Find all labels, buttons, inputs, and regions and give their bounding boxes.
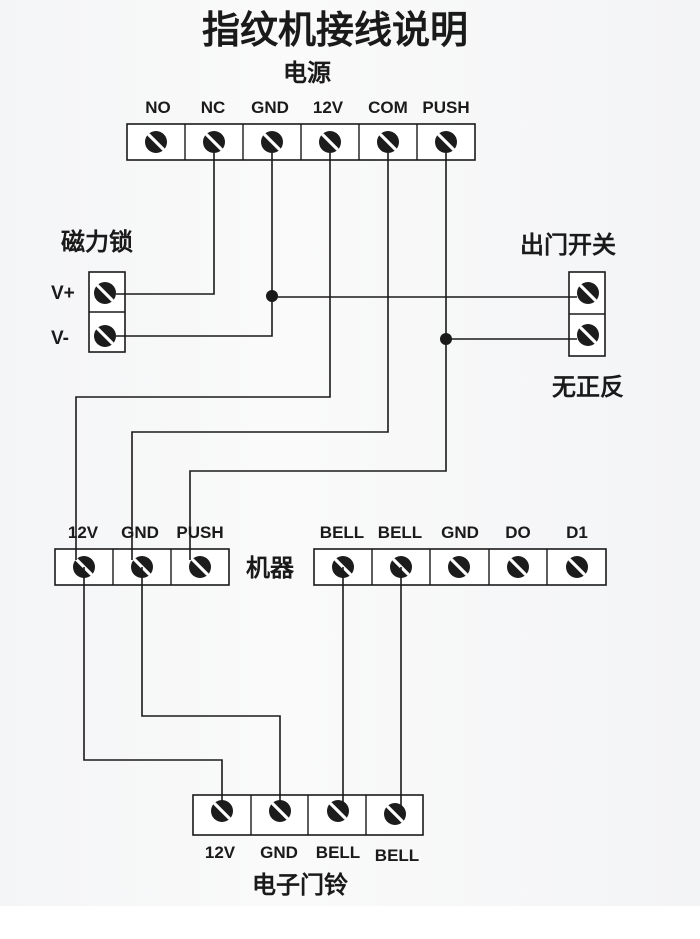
wire-machine-gnd-to-bell (141, 567, 281, 806)
power-screw-gnd (259, 129, 285, 155)
wire-nc-to-lock-vplus (116, 153, 215, 295)
power-screw-nc (201, 129, 227, 155)
diagram-title: 指纹机接线说明 (202, 8, 468, 52)
power-screw-no (143, 129, 169, 155)
power-terminal-label-com: COM (368, 98, 408, 117)
power-heading: 电源 (283, 59, 331, 87)
lock-screw-vplus (92, 280, 118, 306)
machine-heading: 机器 (246, 554, 295, 582)
magnetic-lock-label-vplus: V+ (51, 283, 75, 304)
exit-switch-heading: 出门开关 (520, 231, 616, 259)
switch-screw-2 (575, 322, 601, 348)
machine-screw-do (505, 554, 531, 580)
doorbell-terminal-block (192, 794, 424, 836)
machine-label-d1: D1 (566, 523, 588, 542)
power-terminal-label-12v: 12V (313, 98, 344, 117)
doorbell-label-bell-2: BELL (375, 846, 419, 865)
machine-screw-push (187, 554, 213, 580)
power-terminal-label-no: NO (145, 98, 171, 117)
wire-gnd-to-lock-vminus (116, 153, 273, 337)
lock-screw-vminus (92, 323, 118, 349)
doorbell-label-12v: 12V (205, 843, 236, 862)
machine-label-bell-1: BELL (320, 523, 364, 542)
machine-screw-gnd-2 (446, 554, 472, 580)
switch-screw-1 (575, 280, 601, 306)
power-terminal-label-push: PUSH (422, 98, 469, 117)
power-screw-push (433, 129, 459, 155)
bottom-margin (0, 906, 700, 939)
machine-label-bell-2: BELL (378, 523, 422, 542)
magnetic-lock-heading: 磁力锁 (61, 228, 133, 256)
machine-label-gnd: GND (121, 523, 159, 542)
bell-screw-bell-2 (382, 801, 408, 827)
machine-label-gnd-2: GND (441, 523, 479, 542)
doorbell-heading: 电子门铃 (252, 871, 348, 899)
doorbell-label-gnd: GND (260, 843, 298, 862)
junction-dot-push (440, 333, 452, 345)
junction-dot-gnd (266, 290, 278, 302)
exit-switch-note: 无正反 (552, 373, 624, 401)
wire-com-to-machine-gnd (131, 153, 389, 560)
power-terminal-block (126, 123, 476, 161)
wire-push-to-machine-push (189, 339, 447, 560)
machine-label-12v: 12V (68, 523, 99, 542)
machine-right-terminal-block (313, 548, 607, 586)
magnetic-lock-terminal-block (88, 271, 126, 353)
power-screw-12v (317, 129, 343, 155)
power-terminal-label-nc: NC (201, 98, 226, 117)
doorbell-label-bell-1: BELL (316, 843, 360, 862)
power-screw-com (375, 129, 401, 155)
machine-label-do: DO (505, 523, 531, 542)
exit-switch-terminal-block (568, 271, 606, 357)
machine-screw-d1 (564, 554, 590, 580)
power-terminal-label-gnd: GND (251, 98, 289, 117)
wire-machine-12v-to-bell (83, 567, 223, 806)
magnetic-lock-label-vminus: V- (51, 328, 69, 349)
machine-label-push: PUSH (176, 523, 223, 542)
bell-screw-bell-1 (325, 798, 351, 824)
wire-12v-to-machine (75, 153, 331, 560)
